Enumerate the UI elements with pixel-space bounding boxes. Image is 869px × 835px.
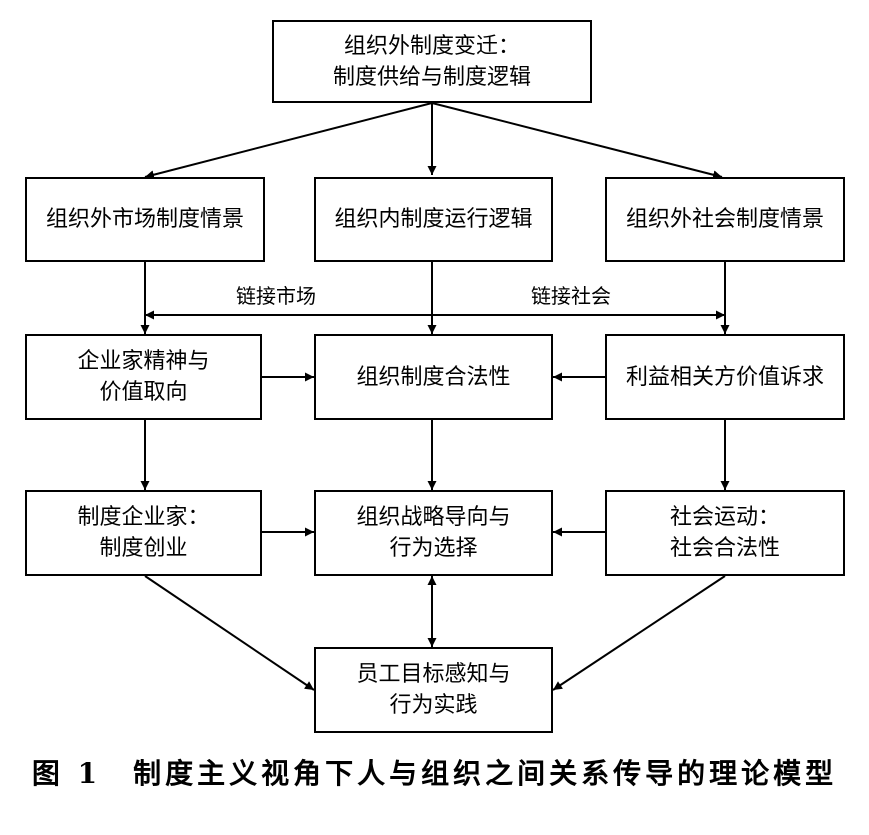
node-legitimacy: 组织制度合法性 bbox=[314, 334, 553, 420]
edge-label-link-society: 链接社会 bbox=[531, 284, 611, 308]
node-strategy: 组织战略导向与 行为选择 bbox=[314, 490, 553, 576]
node-institutional-entrepreneur-label: 制度企业家： 制度创业 bbox=[77, 505, 210, 561]
node-strategy-label: 组织战略导向与 行为选择 bbox=[356, 505, 511, 561]
node-stakeholder-label: 利益相关方价值诉求 bbox=[625, 364, 824, 390]
node-market-label: 组织外市场制度情景 bbox=[45, 207, 244, 232]
node-entrepreneur-spirit-label: 企业家精神与 价值取向 bbox=[77, 349, 210, 405]
figure-caption: 图 1 制度主义视角下人与组织之间关系传导的理论模型 bbox=[31, 757, 838, 790]
edge-label-link-market: 链接市场 bbox=[236, 284, 316, 308]
node-social-movement-label: 社会运动： 社会合法性 bbox=[669, 505, 780, 561]
node-top: 组织外制度变迁： 制度供给与制度逻辑 bbox=[272, 20, 592, 103]
arrow-inst-entrepreneur-to-employee bbox=[144, 575, 315, 691]
node-top-label: 组织外制度变迁： 制度供给与制度逻辑 bbox=[332, 33, 531, 90]
arrow-top-to-market bbox=[144, 102, 433, 180]
node-employee-label: 员工目标感知与 行为实践 bbox=[356, 662, 511, 718]
node-legitimacy-label: 组织制度合法性 bbox=[356, 364, 511, 390]
node-social: 组织外社会制度情景 bbox=[605, 177, 845, 262]
node-internal-label: 组织内制度运行逻辑 bbox=[334, 207, 533, 232]
node-employee: 员工目标感知与 行为实践 bbox=[314, 647, 553, 733]
node-social-label: 组织外社会制度情景 bbox=[625, 207, 824, 232]
arrow-social-movement-to-employee bbox=[552, 575, 726, 691]
node-institutional-entrepreneur: 制度企业家： 制度创业 bbox=[25, 490, 262, 576]
arrow-top-to-social bbox=[431, 102, 723, 180]
node-market: 组织外市场制度情景 bbox=[25, 177, 265, 262]
node-stakeholder: 利益相关方价值诉求 bbox=[605, 334, 845, 420]
diagram-connectors bbox=[140, 102, 730, 691]
node-entrepreneur-spirit: 企业家精神与 价值取向 bbox=[25, 334, 262, 420]
node-social-movement: 社会运动： 社会合法性 bbox=[605, 490, 845, 576]
node-internal: 组织内制度运行逻辑 bbox=[314, 177, 553, 262]
